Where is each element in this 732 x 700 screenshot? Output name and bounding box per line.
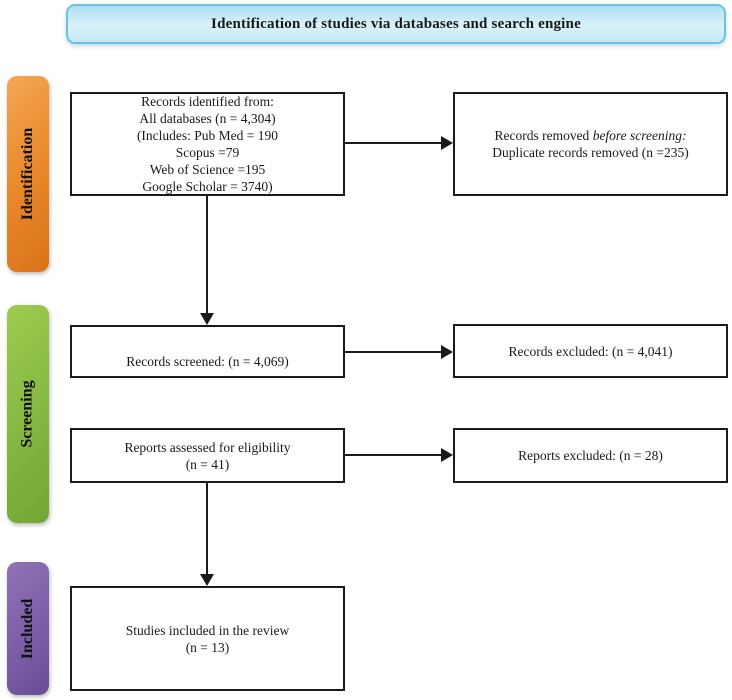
records-removed-italic: before screening: <box>592 128 687 143</box>
arrow-line <box>206 483 208 574</box>
arrow-head-right-icon <box>441 448 453 462</box>
arrow-head-right-icon <box>441 345 453 359</box>
records-identified-line: Scopus =79 <box>175 145 240 160</box>
arrow-line <box>345 142 441 144</box>
studies-included-line: (n = 13) <box>185 639 230 655</box>
box-studies-included: Studies included in the review (n = 13) <box>70 586 345 691</box>
stage-label-included: Included <box>7 562 49 695</box>
arrow-head-down-icon <box>200 313 214 325</box>
records-identified-line: Google Scholar = 3740) <box>142 179 273 194</box>
records-screened-text: Records screened: (n = 4,069) <box>126 354 289 369</box>
reports-assessed-line: Reports assessed for eligibility <box>124 439 291 455</box>
box-records-excluded: Records excluded: (n = 4,041) <box>453 324 728 378</box>
studies-included-line: Studies included in the review <box>125 622 290 638</box>
reports-excluded-text: Reports excluded: (n = 28) <box>518 448 663 463</box>
box-reports-excluded: Reports excluded: (n = 28) <box>453 428 728 483</box>
records-identified-line: (Includes: Pub Med = 190 <box>136 128 279 143</box>
records-identified-line: Web of Science =195 <box>149 162 266 177</box>
stage-label-screening-text: Screening <box>19 380 37 448</box>
stage-label-included-text: Included <box>19 598 36 659</box>
box-records-identified: Records identified from: All databases (… <box>70 92 345 196</box>
records-identified-line: All databases (n = 4,304) <box>139 111 276 126</box>
reports-assessed-line: (n = 41) <box>185 456 230 472</box>
diagram-title: Identification of studies via databases … <box>211 15 581 32</box>
records-identified-line: Records identified from: <box>141 94 274 109</box>
arrow-head-down-icon <box>200 574 214 586</box>
arrow-line <box>206 196 208 313</box>
records-removed-prefix: Records removed <box>494 128 593 143</box>
records-excluded-text: Records excluded: (n = 4,041) <box>508 343 673 359</box>
records-removed-line1: Records removed before screening: <box>494 127 686 144</box>
arrow-line <box>345 454 441 456</box>
stage-label-identification: Identification <box>7 76 49 272</box>
records-removed-line2: Duplicate records removed (n =235) <box>492 145 689 160</box>
arrow-head-right-icon <box>441 136 453 150</box>
diagram-title-banner: Identification of studies via databases … <box>66 4 726 44</box>
box-records-removed: Records removed before screening: Duplic… <box>453 92 728 196</box>
box-records-screened: Records screened: (n = 4,069) <box>70 325 345 378</box>
box-reports-assessed: Reports assessed for eligibility (n = 41… <box>70 428 345 483</box>
stage-label-identification-text: Identification <box>19 127 37 221</box>
arrow-line <box>345 351 441 353</box>
stage-label-screening: Screening <box>7 305 49 523</box>
